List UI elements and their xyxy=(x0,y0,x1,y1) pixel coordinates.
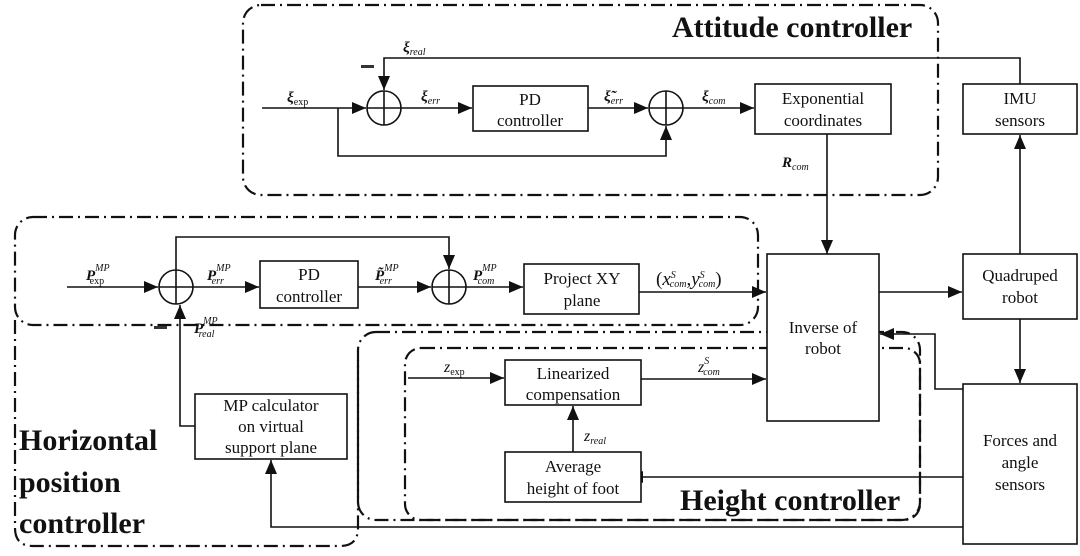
svg-text:compensation: compensation xyxy=(526,385,621,404)
svg-text:Project XY: Project XY xyxy=(544,269,621,288)
xi-com-label: ξcom xyxy=(702,89,725,107)
project-xy-plane-block: Project XY plane xyxy=(523,263,640,315)
svg-text:controller: controller xyxy=(276,287,342,306)
svg-text:Quadruped: Quadruped xyxy=(982,266,1058,285)
xi-err-label: ξerr xyxy=(421,89,440,107)
z-real-label: zreal xyxy=(583,428,606,447)
z-exp-label: zexp xyxy=(443,359,465,378)
svg-text:angle: angle xyxy=(1002,453,1039,472)
exponential-coordinates-block: Exponential coordinates xyxy=(754,83,892,135)
height-controller-title: Height controller xyxy=(680,484,900,517)
linearized-compensation-block: Linearized compensation xyxy=(504,359,642,406)
horizontal-position-controller-group xyxy=(13,215,760,327)
sensors-to-inverse-wire xyxy=(880,328,963,390)
horizontal-controller-title-line1: Horizontal xyxy=(19,424,157,457)
quadruped-robot-block: Quadruped robot xyxy=(962,253,1078,320)
xi-exp-label: ξexp xyxy=(287,90,308,108)
svg-text:PD: PD xyxy=(519,90,541,109)
p-real-feedback-wire xyxy=(174,305,195,427)
negative-sign-horizontal xyxy=(154,326,167,329)
sensors-to-mp-calculator-wire xyxy=(265,460,963,528)
summing-junction-attitude-command xyxy=(648,90,684,126)
svg-text:MP calculator: MP calculator xyxy=(223,396,319,415)
svg-text:PD: PD xyxy=(298,265,320,284)
pd-controller-attitude-block: PD controller xyxy=(472,85,589,132)
mp-calculator-block: MP calculator on virtual support plane xyxy=(194,393,348,460)
svg-text:on virtual: on virtual xyxy=(238,417,304,436)
summing-junction-horizontal-error xyxy=(158,269,194,305)
xi-real-feedback-wire xyxy=(378,57,1021,90)
svg-text:robot: robot xyxy=(805,339,841,358)
forces-and-angle-sensors-block: Forces and angle sensors xyxy=(962,383,1078,545)
svg-text:sensors: sensors xyxy=(995,475,1045,494)
r-com-label: Rcom xyxy=(781,155,809,173)
svg-text:plane: plane xyxy=(564,291,601,310)
svg-text:Forces and: Forces and xyxy=(983,431,1058,450)
xi-exp-feedforward-wire xyxy=(337,108,672,157)
svg-text:height of foot: height of foot xyxy=(527,479,620,498)
svg-text:robot: robot xyxy=(1002,288,1038,307)
height-controller-group xyxy=(403,346,922,522)
summing-junction-horizontal-command xyxy=(431,269,467,305)
summing-junction-attitude-error xyxy=(366,90,402,126)
negative-sign-attitude xyxy=(361,65,374,68)
svg-text:Exponential: Exponential xyxy=(782,89,864,108)
xi-err-tilde-label: ξ̃err xyxy=(604,89,623,107)
horizontal-position-controller-group-lower xyxy=(13,320,360,548)
svg-text:Inverse of: Inverse of xyxy=(789,318,858,337)
attitude-controller-group xyxy=(241,3,940,197)
average-height-of-foot-block: Average height of foot xyxy=(504,451,642,503)
horizontal-controller-title-line2: position xyxy=(19,466,121,499)
horizontal-controller-title-line3: controller xyxy=(19,507,145,540)
svg-text:sensors: sensors xyxy=(995,111,1045,130)
pd-controller-horizontal-block: PD controller xyxy=(259,260,359,309)
svg-text:Linearized: Linearized xyxy=(537,364,610,383)
svg-text:Average: Average xyxy=(545,457,601,476)
imu-sensors-block: IMU sensors xyxy=(962,83,1078,135)
inverse-of-robot-block: Inverse of robot xyxy=(766,253,880,422)
xi-real-label: ξreal xyxy=(403,40,426,58)
p-exp-feedforward-wire xyxy=(175,236,455,270)
svg-text:coordinates: coordinates xyxy=(784,111,862,130)
svg-text:controller: controller xyxy=(497,111,563,130)
attitude-controller-title: Attitude controller xyxy=(672,11,912,44)
svg-text:IMU: IMU xyxy=(1003,89,1036,108)
svg-text:support plane: support plane xyxy=(225,438,317,457)
